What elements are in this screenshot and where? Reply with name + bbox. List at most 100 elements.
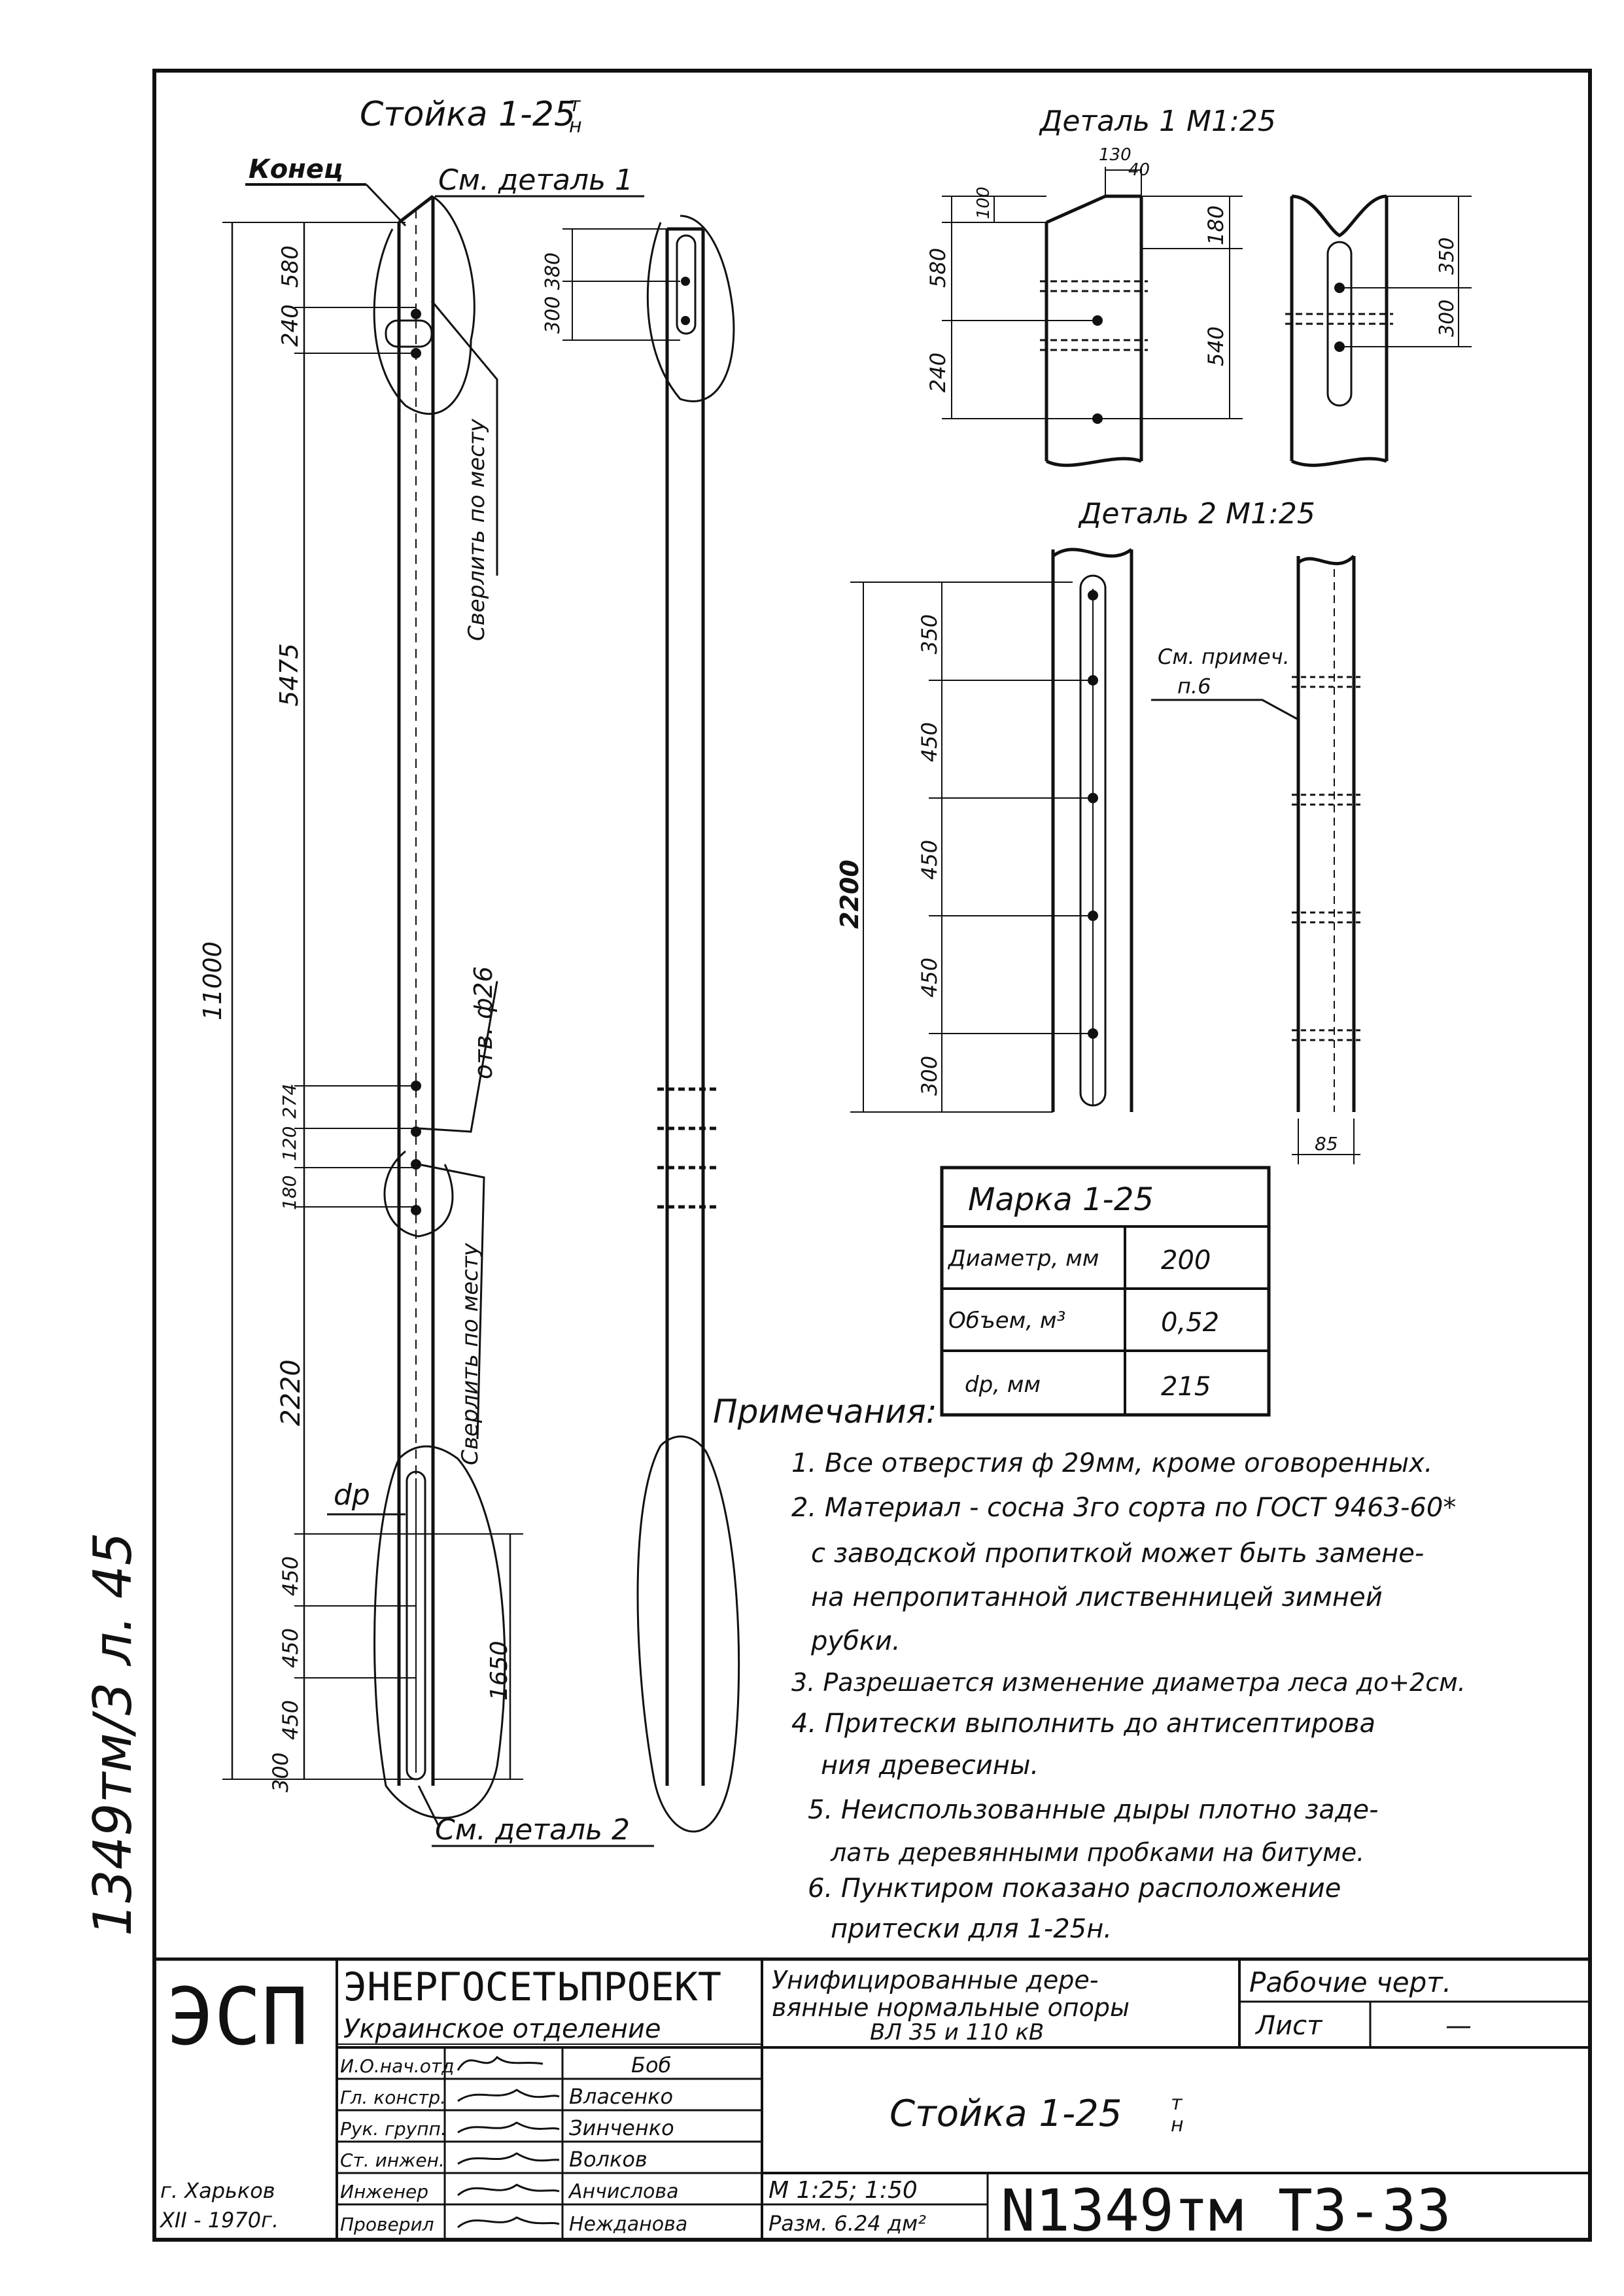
detail2-front-dims (850, 582, 1093, 1113)
project-line-1: Унифицированные дере- (772, 1966, 1099, 1994)
detail1-front-bands (1040, 280, 1148, 351)
org-branch: Украинское отделение (343, 2014, 661, 2044)
d2-dim-300: 300 (917, 1056, 942, 1096)
pole-left-bottom-cloud (373, 1445, 506, 1819)
drill-leader-mid (418, 1163, 485, 1440)
note-line-5: рубки. (810, 1626, 901, 1656)
size: Разм. 6.24 дм² (769, 2211, 926, 2236)
d1-dim-540: 540 (1203, 326, 1228, 366)
spec-row-value-3: 215 (1161, 1372, 1211, 1402)
detail2-side-bands (1292, 676, 1360, 1041)
pole-right-slot-top (676, 234, 697, 335)
pole-left-ext-lines (222, 222, 523, 1780)
note-line-1: 1. Все отверстия ф 29мм, кроме оговоренн… (791, 1448, 1432, 1478)
detail1-title: Деталь 1 М1:25 (1039, 105, 1276, 138)
detail1-front-dims (942, 167, 1243, 419)
see-detail2-label: См. деталь 2 (435, 1813, 630, 1847)
dim-450-c: 450 (278, 1700, 303, 1740)
d1-dim-130: 130 (1099, 145, 1132, 165)
staff-name-3: Зинченко (569, 2115, 674, 2140)
pole-left-top-cloud (373, 195, 475, 415)
drawing-title-sup: т (1171, 2092, 1183, 2115)
dim-1650: 1650 (486, 1641, 513, 1701)
d2-dim-350: 350 (917, 614, 942, 654)
pole-right-outline (665, 227, 705, 1786)
dim-450-a: 450 (278, 1556, 303, 1596)
spec-row-label-2: Объем, м³ (948, 1308, 1065, 1334)
d1-dim-40: 40 (1128, 160, 1150, 180)
sheet-frame (152, 69, 1592, 2242)
note-line-2: 2. Материал - сосна 3го сорта по ГОСТ 94… (791, 1493, 1456, 1523)
see-detail1-label: См. деталь 1 (438, 164, 633, 197)
pole-right-top-cloud (646, 215, 735, 402)
pole-left-mid-cloud (383, 1150, 454, 1238)
detail-2: Деталь 2 М1:25 350 450 450 450 300 2200 (835, 497, 1360, 1164)
title-block: ЭСП ЭНЕРГОСЕТЬПРОЕКТ Украинское отделени… (154, 1957, 1590, 2244)
spec-row-label-3: dр, мм (965, 1372, 1041, 1398)
d1-dim-580: 580 (925, 248, 950, 288)
note-line-6: 3. Разрешается изменение диаметра леса д… (791, 1668, 1466, 1697)
note-line-12: притески для 1-25н. (831, 1914, 1112, 1944)
see-detail2-leader (417, 1785, 440, 1826)
dim-274: 274 (279, 1084, 300, 1119)
notes-heading: Примечания: (713, 1393, 937, 1431)
detail2-side-outline (1296, 555, 1356, 1112)
note-line-9: 5. Неиспользованные дыры плотно заде- (808, 1795, 1379, 1825)
main-title-sup: т (569, 94, 581, 116)
staff-role-1: И.О.нач.отд (340, 2055, 455, 2077)
note-line-4: на непропитанной лиственницей зимней (811, 1582, 1383, 1612)
staff-name-4: Волков (569, 2147, 648, 2172)
signatures (457, 2055, 560, 2229)
dim-450-b: 450 (278, 1628, 303, 1668)
project-line-2: вянные нормальные опоры (772, 1993, 1130, 2022)
staff-role-5: Инженер (340, 2181, 428, 2202)
konets-leader (365, 183, 407, 227)
pole-left-slot-top (385, 319, 433, 348)
spec-header: Марка 1-25 (968, 1181, 1154, 1218)
d1-dim-350: 350 (1436, 237, 1459, 275)
main-pole-view: Стойка 1-25 т н Конец См. деталь 1 (198, 94, 654, 1847)
konets-label: Конец (249, 154, 343, 184)
org-name: ЭНЕРГОСЕТЬПРОЕКТ (343, 1964, 721, 2010)
staff-role-6: Проверил (340, 2214, 434, 2235)
margin-stamp: 1349тм/3 л. 45 (82, 1532, 143, 1936)
d1-dim-300: 300 (1436, 300, 1459, 337)
city: г. Харьков (160, 2178, 275, 2203)
note-line-3: с заводской пропиткой может быть замене- (811, 1539, 1424, 1569)
doc-number: N1349тм ТЗ-33 (1001, 2177, 1451, 2244)
dim-300: 300 (268, 1752, 293, 1792)
d2-dim-450-c: 450 (917, 958, 942, 998)
note-line-8: ния древесины. (821, 1750, 1039, 1781)
dim-300-380: 300 380 (542, 252, 564, 334)
detail1-front-outline (1045, 194, 1143, 467)
d2-dim-450-a: 450 (917, 722, 942, 762)
d2-dim-85: 85 (1315, 1133, 1338, 1155)
sheet-value: — (1445, 2011, 1472, 2041)
dim-120: 120 (279, 1126, 300, 1161)
drill-on-site-label-1: Сверлить по месту (464, 418, 490, 641)
note-ref-leader (1151, 699, 1299, 721)
d1-dim-100: 100 (974, 186, 993, 219)
pole-right-bottom-cloud (636, 1435, 740, 1833)
d2-dim-2200: 2200 (835, 860, 864, 929)
sheet-label: Лист (1254, 2011, 1323, 2041)
detail-1: Деталь 1 М1:25 130 40 100 (925, 105, 1472, 467)
d1-dim-240: 240 (925, 353, 950, 392)
drill-on-site-label-2: Сверлить по месту (457, 1242, 483, 1465)
main-title: Стойка 1-25 (360, 95, 576, 134)
detail1-side-outline (1290, 194, 1389, 467)
notes-block: Примечания: 1. Все отверстия ф 29мм, кро… (713, 1393, 1466, 1944)
staff-role-4: Ст. инжен. (340, 2149, 445, 2171)
drill-leader-top (430, 300, 498, 576)
dp-label: dр (334, 1478, 370, 1512)
side-pole-view: 300 380 (542, 215, 740, 1833)
spec-table: Марка 1-25 Диаметр, мм 200 Объем, м³ 0,5… (940, 1166, 1271, 1417)
drawing-title-sub: н (1171, 2113, 1184, 2136)
hole-leader (418, 981, 498, 1133)
dim-11000: 11000 (198, 941, 227, 1020)
dim-580: 580 (277, 245, 303, 288)
drawing-title: Стойка 1-25 (890, 2093, 1122, 2135)
project-line-3: ВЛ 35 и 110 кВ (870, 2019, 1044, 2045)
spec-row-value-1: 200 (1161, 1245, 1211, 1276)
